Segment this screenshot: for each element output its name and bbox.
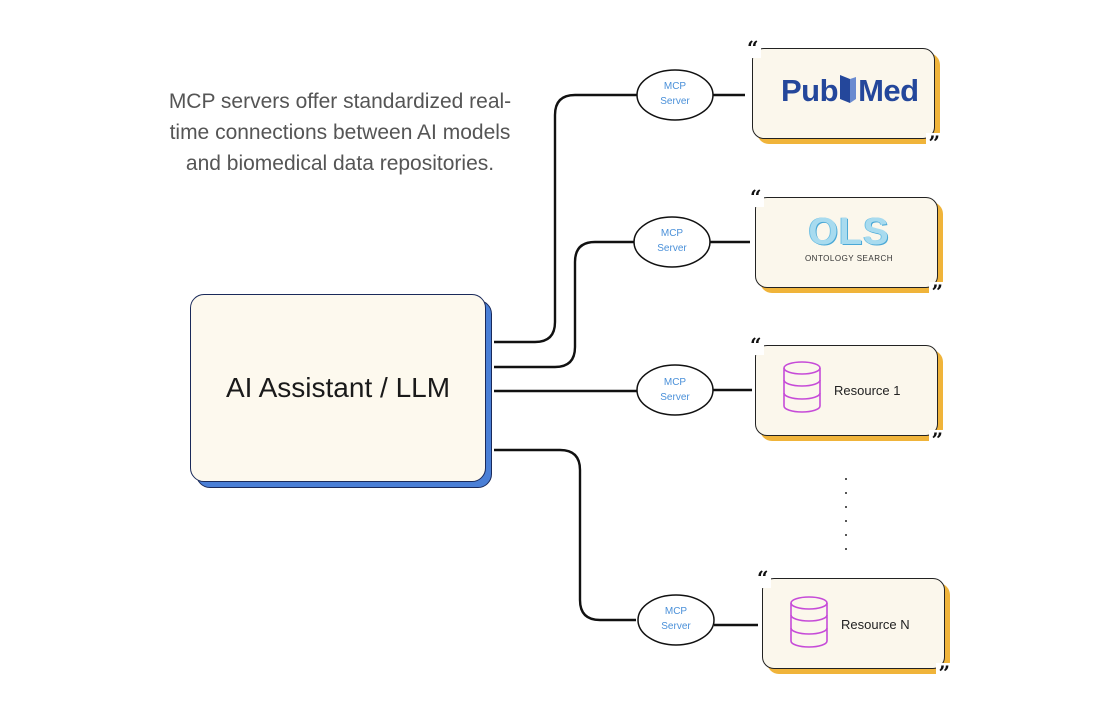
connector-pubmed (494, 93, 637, 344)
book-icon (838, 73, 858, 113)
open-quote-icon: “ (748, 333, 764, 357)
ols-logo-text: OLS (808, 211, 890, 253)
resource-card-resource-n: Resource N “ ” (755, 568, 952, 683)
card-body: Resource N (762, 578, 945, 669)
mcp-server-label: MCP (664, 377, 687, 388)
database-icon (783, 361, 821, 413)
ellipsis-dot (845, 534, 847, 536)
resource-card-ols: OLS ONTOLOGY SEARCH “ ” (748, 187, 945, 302)
ellipsis-dot (845, 506, 847, 508)
resource-label: Resource N (841, 617, 910, 632)
close-quote-icon: ” (929, 428, 945, 452)
resource-card-resource-1: Resource 1 “ ” (748, 335, 945, 450)
pubmed-logo-text-b: Med (858, 73, 919, 108)
mcp-server-label: Server (660, 392, 690, 403)
ols-logo: OLS ONTOLOGY SEARCH (794, 212, 904, 263)
close-quote-icon: ” (936, 661, 952, 685)
diagram-caption: MCP servers offer standardized real-time… (168, 90, 512, 175)
card-body: Pub Med (752, 48, 935, 139)
mcp-server-label: MCP (661, 228, 684, 239)
mcp-server-node: MCP Server (636, 69, 714, 121)
ellipsis-dot (845, 492, 847, 494)
mcp-server-label: MCP (665, 606, 688, 617)
mcp-server-label: MCP (664, 81, 687, 92)
mcp-server-node: MCP Server (636, 364, 714, 416)
resource-card-pubmed: Pub Med “ ” (745, 38, 942, 153)
connector-resource-n (494, 448, 636, 622)
ellipsis-dot (845, 478, 847, 480)
ols-logo-subtext: ONTOLOGY SEARCH (804, 254, 894, 263)
open-quote-icon: “ (748, 185, 764, 209)
mcp-server-node: MCP Server (633, 216, 711, 268)
ellipsis-dot (845, 548, 847, 550)
ellipsis-dot (845, 520, 847, 522)
mcp-server-label: Server (661, 621, 691, 632)
card-body: OLS ONTOLOGY SEARCH (755, 197, 938, 288)
open-quote-icon: “ (745, 36, 761, 60)
pubmed-logo-text-a: Pub (781, 73, 839, 108)
open-quote-icon: “ (755, 566, 771, 590)
pubmed-logo: Pub Med (781, 73, 919, 113)
database-icon (790, 596, 828, 648)
mcp-server-label: Server (660, 96, 690, 107)
card-body: Resource 1 (755, 345, 938, 436)
close-quote-icon: ” (929, 280, 945, 304)
llm-box: AI Assistant / LLM (190, 294, 486, 482)
connector-ols (494, 240, 634, 369)
close-quote-icon: ” (926, 131, 942, 155)
mcp-server-label: Server (657, 243, 687, 254)
resource-label: Resource 1 (834, 383, 901, 398)
mcp-server-node: MCP Server (637, 594, 715, 646)
llm-label: AI Assistant / LLM (225, 372, 451, 403)
